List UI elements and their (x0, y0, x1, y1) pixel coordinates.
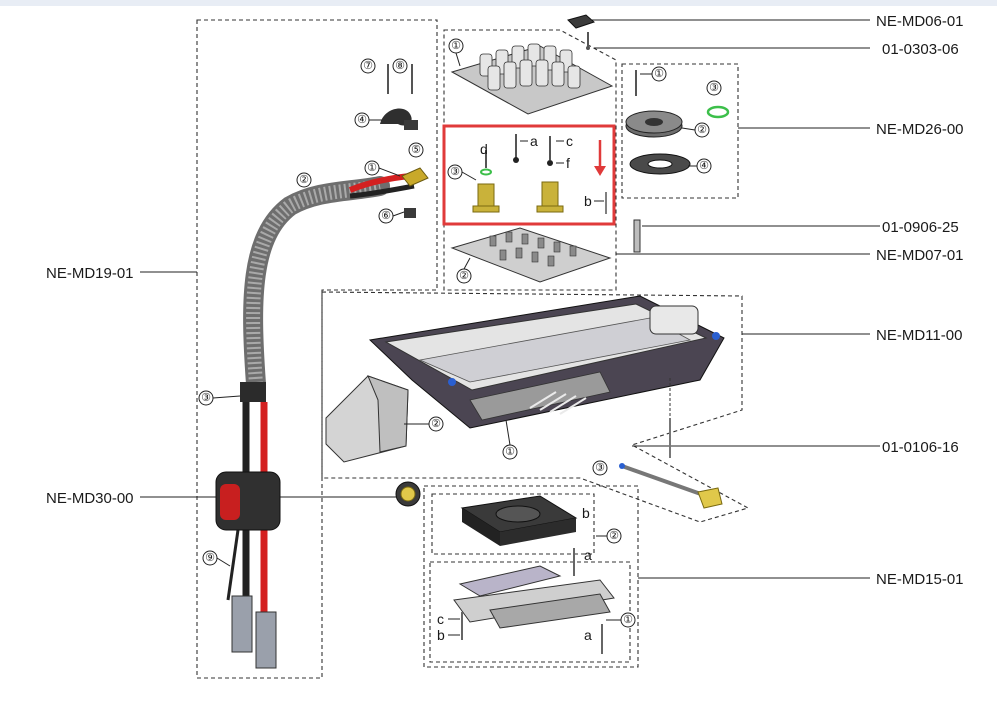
letter-a-fan: a (584, 547, 592, 563)
svg-text:③: ③ (201, 392, 211, 404)
svg-text:⑤: ⑤ (411, 144, 421, 156)
svg-text:⑨: ⑨ (205, 552, 215, 564)
label-ne-md07-01: NE-MD07-01 (876, 247, 964, 264)
letter-b-fan: b (582, 505, 590, 521)
letter-c-bottom: c (437, 611, 444, 627)
heatsink-plate (453, 548, 615, 654)
rod-pin (619, 463, 723, 509)
label-01-0303-06: 01-0303-06 (882, 41, 959, 58)
letter-a-top: a (530, 133, 538, 149)
callout-7-screw: ⑦ (360, 58, 376, 74)
callout-1-housing: ① (502, 444, 518, 460)
cooling-fan (460, 495, 578, 546)
connector-md30 (395, 481, 421, 507)
callout-set: ① ③ ② ① ③ ② ④ ⑦ ⑧ ④ ⑤ ① ⑥ ② ③ ⑨ ② ① ③ ② … (198, 38, 722, 628)
fan-subgroup-outline (431, 493, 595, 555)
letter-b-bottom: b (437, 627, 445, 643)
callout-3-oring: ③ (706, 80, 722, 96)
letter-c-top: c (566, 133, 573, 149)
callout-1-terminal: ① (364, 160, 380, 176)
callout-1-heatsink: ① (620, 612, 636, 628)
label-ne-md19-01: NE-MD19-01 (46, 265, 134, 282)
top-strip (0, 0, 997, 6)
label-ne-md30-00: NE-MD30-00 (46, 490, 134, 507)
svg-text:③: ③ (595, 462, 605, 474)
letter-a-bottom: a (584, 627, 592, 643)
svg-text:②: ② (431, 418, 441, 430)
main-housing (368, 295, 725, 429)
callout-4-clip: ④ (354, 112, 370, 128)
label-01-0106-16: 01-0106-16 (882, 439, 959, 456)
letter-f: f (566, 155, 570, 171)
svg-text:①: ① (451, 40, 461, 52)
capacitor-board (450, 43, 614, 115)
svg-text:③: ③ (709, 82, 719, 94)
svg-text:②: ② (299, 174, 309, 186)
svg-text:②: ② (459, 270, 469, 282)
label-ne-md11-00: NE-MD11-00 (876, 327, 962, 344)
callout-4-clamp: ④ (696, 158, 712, 174)
highlight-box (442, 124, 616, 226)
callout-3-standoff: ③ (447, 164, 463, 180)
svg-text:①: ① (367, 162, 377, 174)
svg-text:⑧: ⑧ (395, 60, 405, 72)
md19-group-outline (196, 19, 438, 679)
label-ne-md06-01: NE-MD06-01 (876, 13, 964, 30)
standoff-assembly (472, 134, 607, 214)
svg-text:③: ③ (450, 166, 460, 178)
heatsink-subgroup-outline (429, 561, 631, 663)
callout-1-md26-screw: ① (651, 66, 667, 82)
letter-b-top: b (584, 193, 592, 209)
label-ne-md26-00: NE-MD26-00 (876, 121, 964, 138)
driver-board (450, 227, 612, 283)
callout-8-screw: ⑧ (392, 58, 408, 74)
callout-9-wire: ⑨ (202, 550, 218, 566)
callout-3-cable: ③ (198, 390, 214, 406)
md07-group-outline (443, 29, 617, 291)
label-ne-md15-01: NE-MD15-01 (876, 571, 964, 588)
side-cover (325, 375, 409, 463)
svg-text:④: ④ (699, 160, 709, 172)
callout-2-side-cover: ② (428, 416, 444, 432)
svg-text:①: ① (623, 614, 633, 626)
callout-6-bracket: ⑥ (378, 208, 394, 224)
callout-2-flange: ② (694, 122, 710, 138)
md15-group-outline (423, 485, 639, 668)
svg-text:⑦: ⑦ (363, 60, 373, 72)
cable-harness (215, 173, 415, 669)
svg-text:①: ① (505, 446, 515, 458)
callout-2-driver-board: ② (456, 268, 472, 284)
svg-text:⑥: ⑥ (381, 210, 391, 222)
svg-text:①: ① (654, 68, 664, 80)
md26-group-outline (621, 63, 739, 199)
md26-parts (625, 70, 730, 175)
label-01-0906-25: 01-0906-25 (882, 219, 959, 236)
callout-2-conduit: ② (296, 172, 312, 188)
callout-1-capacitor-board: ① (448, 38, 464, 54)
callout-2-fan: ② (606, 528, 622, 544)
svg-text:②: ② (697, 124, 707, 136)
svg-text:④: ④ (357, 114, 367, 126)
letter-d: d (480, 141, 488, 157)
top-cover-part (567, 14, 595, 50)
callout-3-rod: ③ (592, 460, 608, 476)
small-hardware (380, 64, 429, 218)
svg-text:②: ② (609, 530, 619, 542)
callout-5-block: ⑤ (408, 142, 424, 158)
long-pin (633, 219, 641, 253)
